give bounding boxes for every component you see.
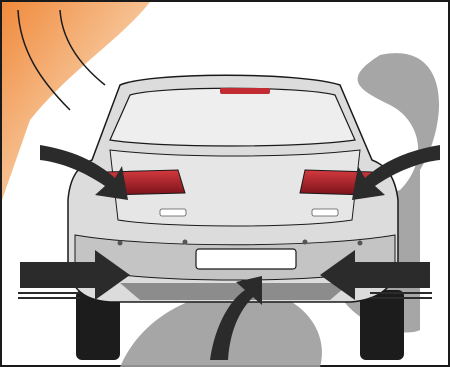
parking-sensor	[118, 241, 123, 246]
tyre-right	[360, 290, 404, 360]
rear-window	[110, 88, 355, 146]
parking-sensor	[303, 240, 308, 245]
parking-sensor	[183, 240, 188, 245]
badge-left	[160, 209, 186, 216]
badge-right	[312, 209, 338, 216]
brake-light-top	[220, 88, 270, 94]
parking-sensor	[358, 241, 363, 246]
license-plate	[196, 249, 296, 269]
diffuser	[120, 283, 350, 300]
